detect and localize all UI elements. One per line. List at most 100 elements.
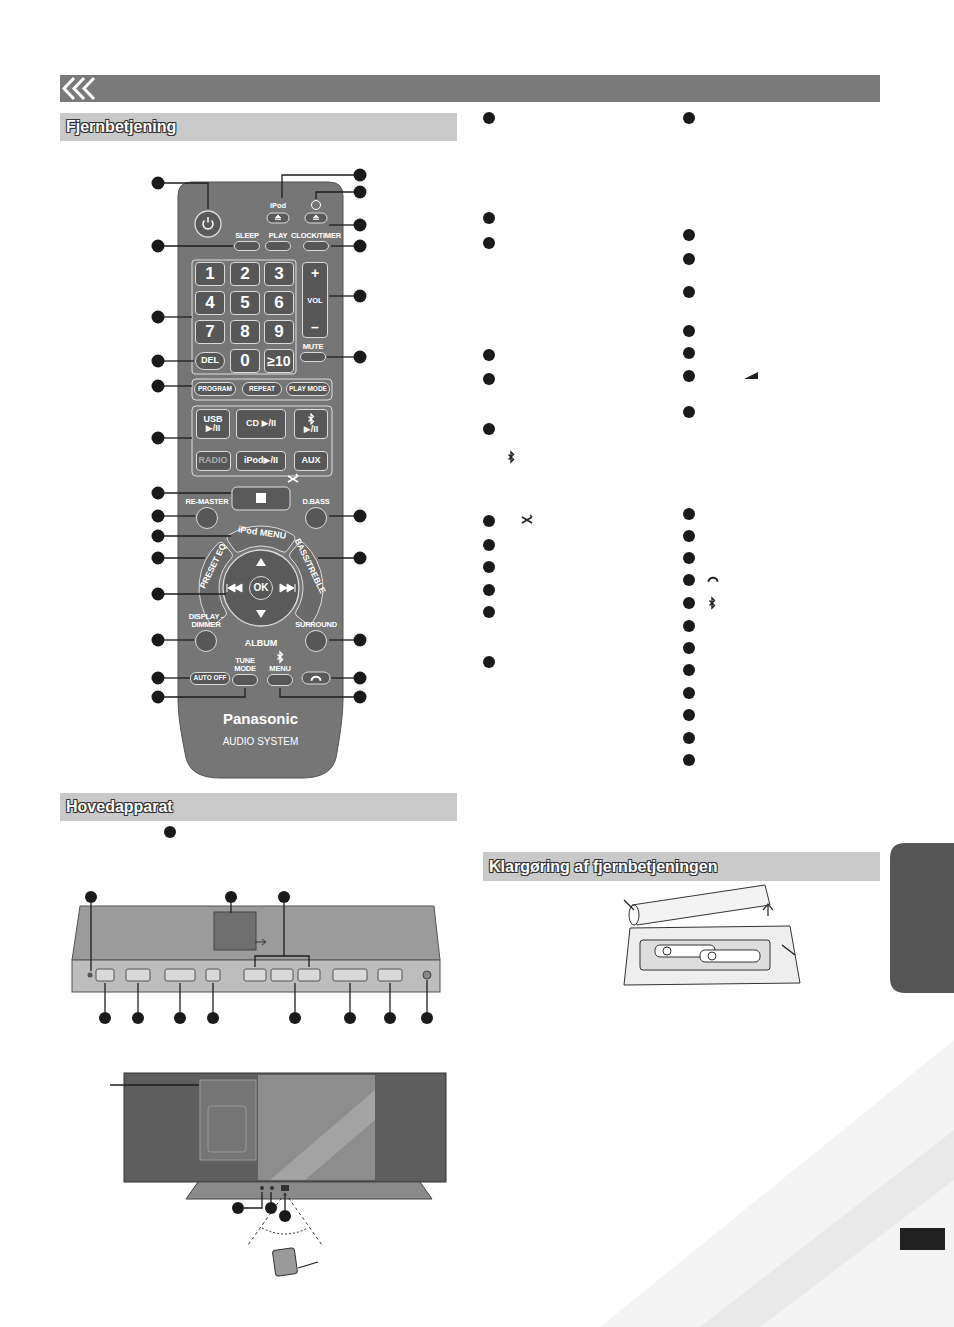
remote-button: ▶/II <box>294 409 328 439</box>
button-label: REPEAT <box>249 386 275 393</box>
leader-line <box>329 224 354 225</box>
button-label: 1 <box>205 265 214 283</box>
button-label: – <box>311 319 319 335</box>
skip-back <box>227 584 242 592</box>
callout-dot <box>279 1210 291 1222</box>
callout-dot <box>683 253 695 265</box>
callout-dot <box>152 672 165 685</box>
callout-dot <box>683 620 695 632</box>
callout-dot <box>483 373 495 385</box>
leader-line <box>164 360 194 361</box>
callout-dot <box>683 687 695 699</box>
unit-button <box>378 969 402 981</box>
button-label: AUX <box>301 456 320 465</box>
callout-dot <box>164 826 176 838</box>
cross-glyph <box>522 515 532 523</box>
arrow-up <box>256 558 266 566</box>
callout-dot <box>683 530 695 542</box>
callout-dot <box>483 539 495 551</box>
remote-button: MUTE <box>300 352 326 362</box>
remote-body <box>178 182 343 778</box>
unit-button <box>206 969 220 981</box>
callout-dot <box>354 634 367 647</box>
leader-line <box>179 983 180 1012</box>
remote-button: OK <box>249 576 273 600</box>
leader-line <box>329 295 354 296</box>
button-label: 7 <box>205 323 214 341</box>
button-label: 6 <box>274 294 283 312</box>
callout-dot <box>152 530 165 543</box>
remote-button: 2 <box>230 262 260 286</box>
eject-button <box>267 213 289 223</box>
callout-dot <box>354 290 367 303</box>
unit-button <box>96 969 114 981</box>
unit-button <box>298 969 320 981</box>
remote-button: REPEAT <box>242 382 282 396</box>
leader-line <box>327 356 354 357</box>
callout-dot <box>483 237 495 249</box>
heading-text: Hovedapparat <box>66 798 173 816</box>
button-label: MENU <box>269 665 290 673</box>
remote-button: RADIO <box>196 451 231 471</box>
callout-dot <box>483 212 495 224</box>
skip-forward <box>280 584 295 592</box>
unit-top <box>72 906 440 960</box>
phone-glyph <box>709 578 718 582</box>
remote-button: 5 <box>230 291 260 315</box>
callout-dot <box>354 240 367 253</box>
callout-dot <box>207 1012 219 1024</box>
power-indicator <box>88 973 93 978</box>
button-label: SURROUND <box>295 621 337 629</box>
callout-dot <box>683 664 695 676</box>
phone-button <box>302 672 330 684</box>
callout-dot <box>683 370 695 382</box>
callout-dot <box>683 347 695 359</box>
button-label: PRESET EQ <box>199 542 228 589</box>
section-heading: Fjernbetjening <box>60 113 457 141</box>
phone-glyph <box>312 677 321 681</box>
unit-button <box>271 969 293 981</box>
leader-line <box>164 245 233 246</box>
callout-dot <box>152 510 165 523</box>
remote-button: 6 <box>264 291 294 315</box>
button-label: AUTO OFF <box>193 675 226 682</box>
button-label: 0 <box>240 352 249 370</box>
leader-line <box>110 1084 199 1085</box>
leader-line <box>782 945 795 955</box>
callout-dot <box>483 561 495 573</box>
remote-button: PLAY MODE <box>286 382 330 396</box>
battery <box>700 950 760 962</box>
chevron <box>84 78 94 99</box>
background-stripe <box>600 1040 954 1327</box>
button-label: VOL <box>307 296 322 305</box>
remote-button: 0 <box>230 349 260 373</box>
callout-dot <box>483 606 495 618</box>
button-label: RE-MASTER <box>186 498 229 506</box>
callout-dot <box>225 891 237 903</box>
remote-button: iPod▶/II <box>236 451 286 471</box>
button-label: CLOCK/TIMER <box>291 232 341 240</box>
callout-dot <box>152 691 165 704</box>
button-label: OK <box>254 583 269 594</box>
button-label: 3 <box>274 265 283 283</box>
remote-button: +VOL– <box>302 262 328 338</box>
button-label: iPod <box>270 202 286 210</box>
remote-button: PLAY <box>265 241 291 251</box>
button-label: ALBUM <box>245 639 278 648</box>
signal-arc <box>262 1228 308 1234</box>
bluetooth-icon <box>307 413 315 425</box>
remote-button: 1 <box>195 262 225 286</box>
remote-button: TUNE MODE <box>232 674 258 686</box>
bluetooth-glyph <box>710 598 715 608</box>
button-label: D.BASS <box>302 498 329 506</box>
callout-dot <box>683 112 695 124</box>
button-label: PLAY <box>269 232 288 240</box>
button-label: PLAY MODE <box>289 386 327 393</box>
callout-dot <box>265 1202 277 1214</box>
glass-reflection <box>270 1090 375 1180</box>
leader-line <box>230 903 231 913</box>
unit-front <box>124 1073 446 1182</box>
callout-dot <box>344 1012 356 1024</box>
leader-line <box>255 903 284 967</box>
